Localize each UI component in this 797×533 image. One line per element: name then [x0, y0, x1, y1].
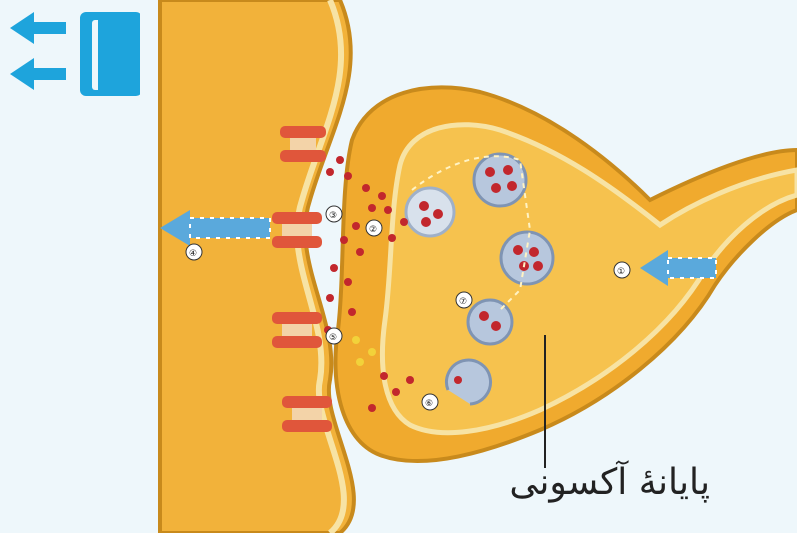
svg-text:⑤: ⑤: [329, 333, 337, 343]
step-marker: ①: [614, 262, 630, 278]
svg-text:④: ④: [189, 249, 197, 259]
step-marker: ④: [186, 244, 202, 260]
axon-terminal-label: پایانهٔ آکسونی: [430, 462, 710, 503]
svg-text:③: ③: [329, 211, 337, 221]
step-marker: ②: [366, 220, 382, 236]
svg-text:①: ①: [617, 267, 625, 277]
step-marker: ⑦: [456, 292, 472, 308]
step-marker: ⑤: [326, 328, 342, 344]
svg-text:⑦: ⑦: [459, 297, 467, 307]
svg-text:②: ②: [369, 225, 377, 235]
step-marker: ③: [326, 206, 342, 222]
svg-text:⑥: ⑥: [425, 399, 433, 409]
step-marker: ⑥: [422, 394, 438, 410]
